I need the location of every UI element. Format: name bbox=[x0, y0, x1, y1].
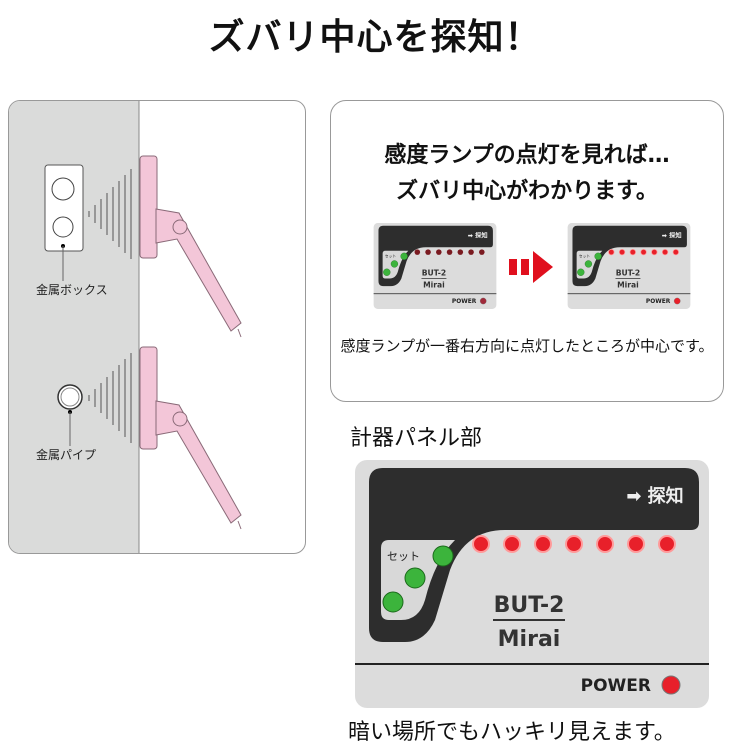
sensitivity-led bbox=[446, 249, 453, 255]
set-led bbox=[404, 567, 426, 589]
sensitivity-led bbox=[629, 249, 636, 256]
sensitivity-led bbox=[436, 249, 442, 255]
set-led bbox=[577, 268, 585, 276]
sensitivity-led bbox=[672, 249, 679, 256]
sensitivity-led bbox=[661, 249, 669, 256]
set-label: セット bbox=[579, 254, 591, 259]
sensitivity-led bbox=[479, 249, 485, 255]
detect-label: ➡ 探知 bbox=[626, 485, 683, 507]
sensitivity-led bbox=[457, 249, 464, 255]
detector-bottom-icon bbox=[139, 346, 242, 530]
sensitivity-led bbox=[414, 249, 421, 255]
model-name: BUT-2 bbox=[616, 269, 641, 278]
power-led bbox=[673, 297, 681, 305]
sensitivity-led bbox=[425, 249, 431, 255]
model-name: BUT-2 bbox=[494, 593, 565, 618]
set-led bbox=[390, 260, 399, 268]
power-label: POWER bbox=[646, 299, 671, 305]
detector-top-icon bbox=[139, 155, 242, 338]
power-label: POWER bbox=[581, 676, 651, 696]
brand-logo: Mirai bbox=[423, 281, 445, 290]
set-label: セット bbox=[385, 254, 397, 259]
page-title: ズバリ中心を探知！ bbox=[208, 17, 542, 58]
set-led bbox=[432, 545, 454, 567]
detect-label: ➡ 探知 bbox=[468, 232, 488, 240]
power-label: POWER bbox=[452, 299, 477, 305]
signal-waves-icon bbox=[88, 169, 132, 443]
explanation-heading-2: ズバリ中心がわかります。 bbox=[396, 179, 658, 204]
metal-box-icon bbox=[44, 164, 84, 281]
detect-label: ➡ 探知 bbox=[662, 232, 682, 240]
panel-section-label: 計器パネル部 bbox=[350, 426, 483, 451]
brand-logo: Mirai bbox=[617, 281, 639, 290]
metal-pipe-label: 金属パイプ bbox=[36, 448, 97, 462]
set-led bbox=[383, 268, 391, 276]
sensitivity-led bbox=[618, 249, 626, 256]
panel-display bbox=[369, 468, 699, 642]
sensitivity-led bbox=[503, 535, 521, 553]
sensitivity-led bbox=[596, 535, 614, 553]
set-led bbox=[594, 252, 602, 260]
arrow-right-icon bbox=[509, 251, 553, 283]
usage-illustration: 金属ボックス 金属パイプ bbox=[8, 100, 306, 554]
metal-pipe-icon bbox=[57, 384, 83, 446]
model-name: BUT-2 bbox=[422, 269, 447, 278]
set-label: セット bbox=[387, 550, 420, 563]
panel-display bbox=[378, 225, 493, 287]
sensitivity-led bbox=[565, 535, 583, 553]
brand-logo: Mirai bbox=[498, 627, 561, 652]
metal-box-label: 金属ボックス bbox=[36, 283, 108, 297]
sensitivity-led bbox=[651, 249, 658, 256]
sensitivity-led bbox=[608, 249, 615, 256]
sensitivity-led bbox=[472, 535, 490, 553]
power-led bbox=[661, 675, 681, 695]
sensitivity-led bbox=[640, 249, 647, 256]
bottom-caption: 暗い場所でもハッキリ見えます。 bbox=[348, 720, 676, 745]
explanation-heading-1: 感度ランプの点灯を見れば… bbox=[384, 143, 670, 168]
sensitivity-led bbox=[658, 535, 676, 553]
set-led bbox=[400, 252, 408, 260]
explanation-note: 感度ランプが一番右方向に点灯したところが中心です。 bbox=[340, 337, 714, 355]
power-led bbox=[479, 297, 487, 305]
sensitivity-led bbox=[468, 249, 474, 255]
sensitivity-led bbox=[534, 535, 552, 553]
set-led bbox=[382, 591, 404, 613]
set-led bbox=[584, 260, 593, 268]
wall-detector-drawing bbox=[9, 101, 242, 553]
panel-display bbox=[572, 225, 687, 287]
sensitivity-led bbox=[627, 535, 645, 553]
